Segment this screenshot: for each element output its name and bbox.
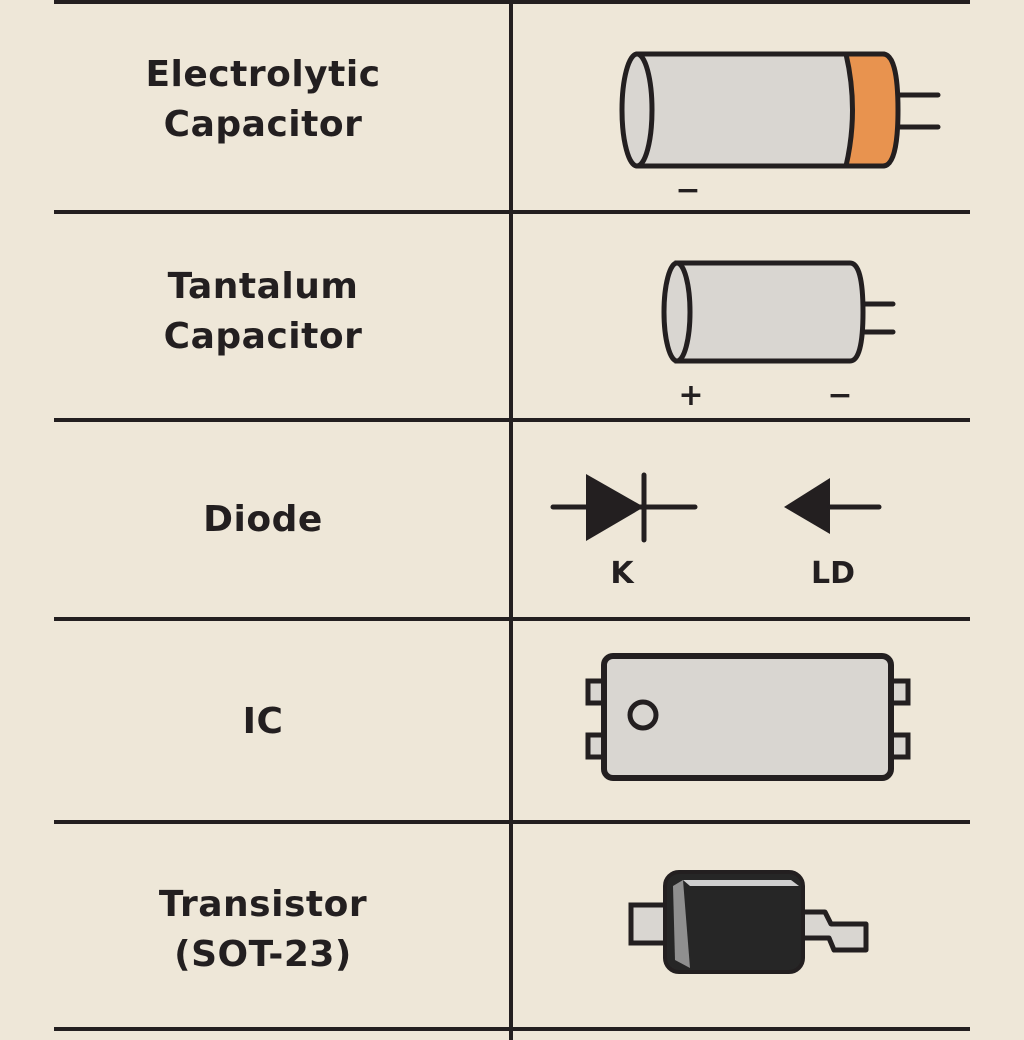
row-label-transistor-sot23: Transistor (SOT-23) bbox=[54, 880, 472, 980]
label-line: IC bbox=[242, 701, 284, 742]
cathode-label: K bbox=[610, 556, 635, 591]
row-label-electrolytic-capacitor: Electrolytic Capacitor bbox=[54, 50, 472, 150]
polarity-mark: − bbox=[675, 173, 700, 208]
row-label-ic: IC bbox=[54, 697, 472, 747]
label-line: Transistor bbox=[158, 884, 368, 925]
label-line: Tantalum bbox=[167, 266, 359, 307]
tantalum-capacitor-icon: + − bbox=[513, 250, 970, 415]
diode-icon: K LD bbox=[513, 450, 970, 600]
label-line: Capacitor bbox=[163, 316, 363, 357]
label-line: Capacitor bbox=[163, 104, 363, 145]
row-label-tantalum-capacitor: Tantalum Capacitor bbox=[54, 262, 472, 362]
sot23-transistor-icon bbox=[513, 850, 970, 990]
electrolytic-capacitor-icon: − bbox=[513, 40, 970, 210]
polarity-mark: + bbox=[678, 378, 703, 413]
label-line: (SOT-23) bbox=[174, 934, 352, 975]
column-divider bbox=[509, 0, 513, 1040]
ic-chip-icon bbox=[513, 640, 970, 800]
label-line: Diode bbox=[203, 499, 323, 540]
led-label: LD bbox=[811, 556, 855, 591]
label-line: Electrolytic bbox=[145, 54, 381, 95]
row-label-diode: Diode bbox=[54, 495, 472, 545]
polarity-mark: − bbox=[827, 378, 852, 413]
